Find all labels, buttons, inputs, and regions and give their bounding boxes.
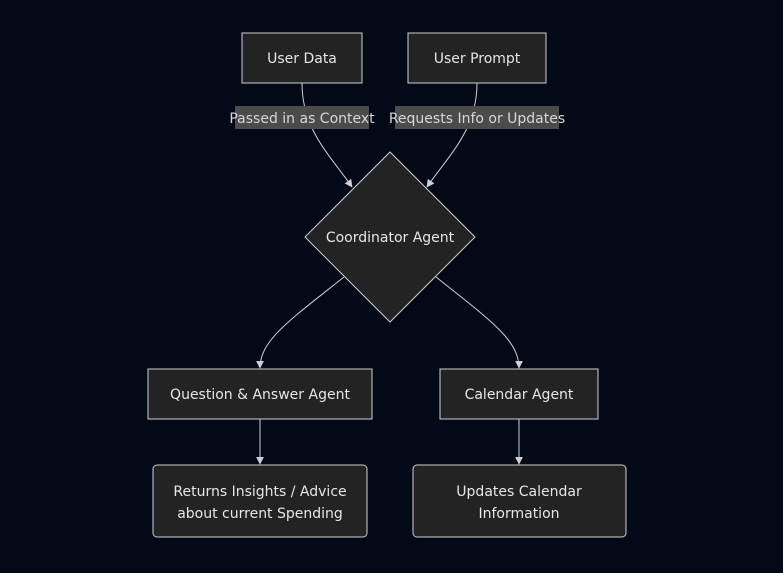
node-insights: Returns Insights / Advice about current …: [152, 464, 368, 538]
node-calendar-update: Updates Calendar Information: [412, 464, 627, 538]
edge-user-prompt-to-coordinator: [426, 82, 478, 188]
node-user-prompt-label: User Prompt: [434, 51, 521, 67]
edge-label-context: Passed in as Context: [229, 106, 375, 129]
node-qa-agent: Question & Answer Agent: [147, 368, 373, 420]
edge-coordinator-to-calendar-agent: [435, 276, 523, 369]
node-user-data: User Data: [241, 32, 363, 84]
node-coordinator: Coordinator Agent: [304, 151, 476, 323]
edge-user-data-to-coordinator: [301, 82, 353, 188]
node-insights-line-2: about current Spending: [177, 506, 343, 522]
node-coordinator-label: Coordinator Agent: [326, 230, 455, 246]
node-qa-agent-label: Question & Answer Agent: [170, 387, 350, 403]
node-user-data-label: User Data: [267, 51, 337, 67]
node-calendar-agent: Calendar Agent: [439, 368, 599, 420]
edge-label-requests-text: Requests Info or Updates: [389, 111, 565, 127]
edge-label-context-text: Passed in as Context: [229, 111, 375, 127]
node-insights-line-1: Returns Insights / Advice: [173, 484, 346, 500]
node-calendar-agent-label: Calendar Agent: [465, 387, 574, 403]
node-calendar-update-line-2: Information: [478, 506, 559, 522]
node-user-prompt: User Prompt: [407, 32, 547, 84]
node-calendar-update-line-1: Updates Calendar: [456, 484, 582, 500]
edge-label-requests: Requests Info or Updates: [389, 106, 565, 129]
edge-coordinator-to-qa-agent: [256, 276, 345, 369]
